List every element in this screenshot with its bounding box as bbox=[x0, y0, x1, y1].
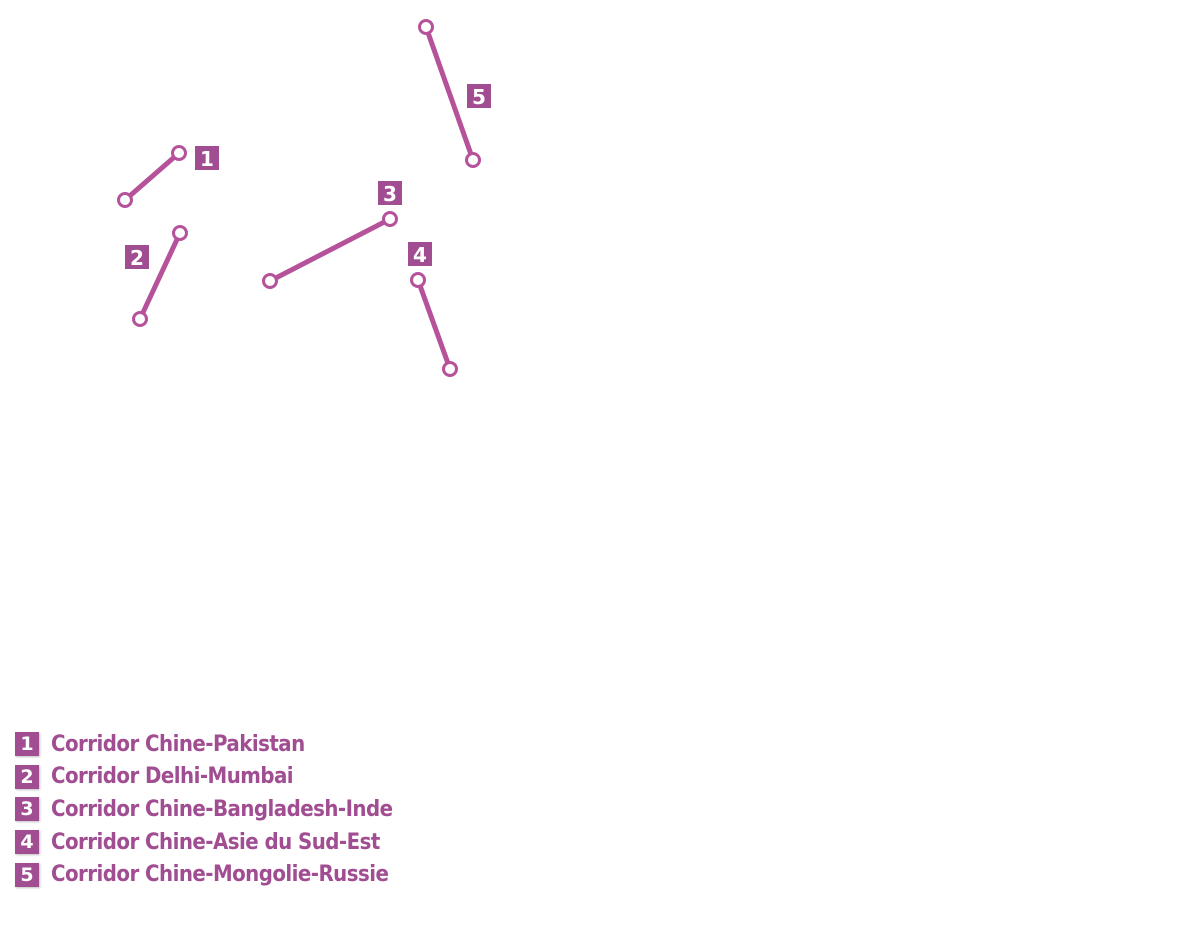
corridor-4-end-node bbox=[442, 361, 458, 377]
corridor-4: 4 bbox=[406, 240, 458, 377]
legend-label-5: Corridor Chine-Mongolie-Russie bbox=[51, 862, 389, 888]
corridor-5-line bbox=[423, 24, 476, 163]
corridor-1-start-node bbox=[117, 192, 133, 208]
corridor-3-badge-number: 3 bbox=[383, 182, 397, 206]
corridor-3-end-node bbox=[382, 211, 398, 227]
legend-badge-1: 1 bbox=[15, 732, 39, 757]
corridor-1-badge-number: 1 bbox=[200, 147, 214, 171]
corridor-2: 2 bbox=[123, 225, 188, 327]
corridor-1: 1 bbox=[117, 144, 221, 208]
corridor-1-end-node bbox=[171, 145, 187, 161]
corridor-2-line bbox=[137, 230, 183, 322]
corridor-4-start-node bbox=[410, 272, 426, 288]
corridor-2-badge bbox=[123, 243, 151, 271]
corridor-4-badge bbox=[406, 240, 434, 268]
legend-item-4: 4 Corridor Chine-Asie du Sud-Est bbox=[15, 826, 430, 859]
corridor-5-badge-number: 5 bbox=[472, 85, 486, 109]
legend-label-1: Corridor Chine-Pakistan bbox=[51, 731, 305, 757]
corridor-5-end-node bbox=[465, 152, 481, 168]
corridor-3-start-node bbox=[262, 273, 278, 289]
corridor-5-start-node bbox=[418, 19, 434, 35]
legend-item-5: 5 Corridor Chine-Mongolie-Russie bbox=[15, 858, 430, 891]
corridor-3-line bbox=[267, 216, 393, 284]
legend-badge-5: 5 bbox=[15, 862, 39, 887]
corridor-4-line bbox=[415, 277, 453, 372]
map-legend: 1 Corridor Chine-Pakistan 2 Corridor Del… bbox=[15, 728, 430, 891]
corridor-1-line bbox=[122, 150, 182, 203]
corridor-2-start-node bbox=[132, 311, 148, 327]
legend-item-3: 3 Corridor Chine-Bangladesh-Inde bbox=[15, 793, 430, 826]
corridor-4-badge-number: 4 bbox=[413, 243, 427, 267]
corridor-3: 3 bbox=[262, 179, 404, 289]
legend-item-2: 2 Corridor Delhi-Mumbai bbox=[15, 761, 430, 794]
corridor-3-badge bbox=[376, 179, 404, 207]
corridor-2-end-node bbox=[172, 225, 188, 241]
corridor-1-badge bbox=[193, 144, 221, 172]
corridor-5: 5 bbox=[418, 19, 493, 168]
legend-label-2: Corridor Delhi-Mumbai bbox=[51, 764, 294, 790]
corridor-5-badge bbox=[465, 82, 493, 110]
corridor-2-badge-number: 2 bbox=[130, 246, 144, 270]
legend-badge-4: 4 bbox=[15, 830, 39, 855]
legend-item-1: 1 Corridor Chine-Pakistan bbox=[15, 728, 430, 761]
legend-badge-3: 3 bbox=[15, 797, 39, 822]
legend-label-4: Corridor Chine-Asie du Sud-Est bbox=[51, 829, 380, 855]
legend-badge-2: 2 bbox=[15, 764, 39, 789]
legend-label-3: Corridor Chine-Bangladesh-Inde bbox=[51, 796, 393, 822]
